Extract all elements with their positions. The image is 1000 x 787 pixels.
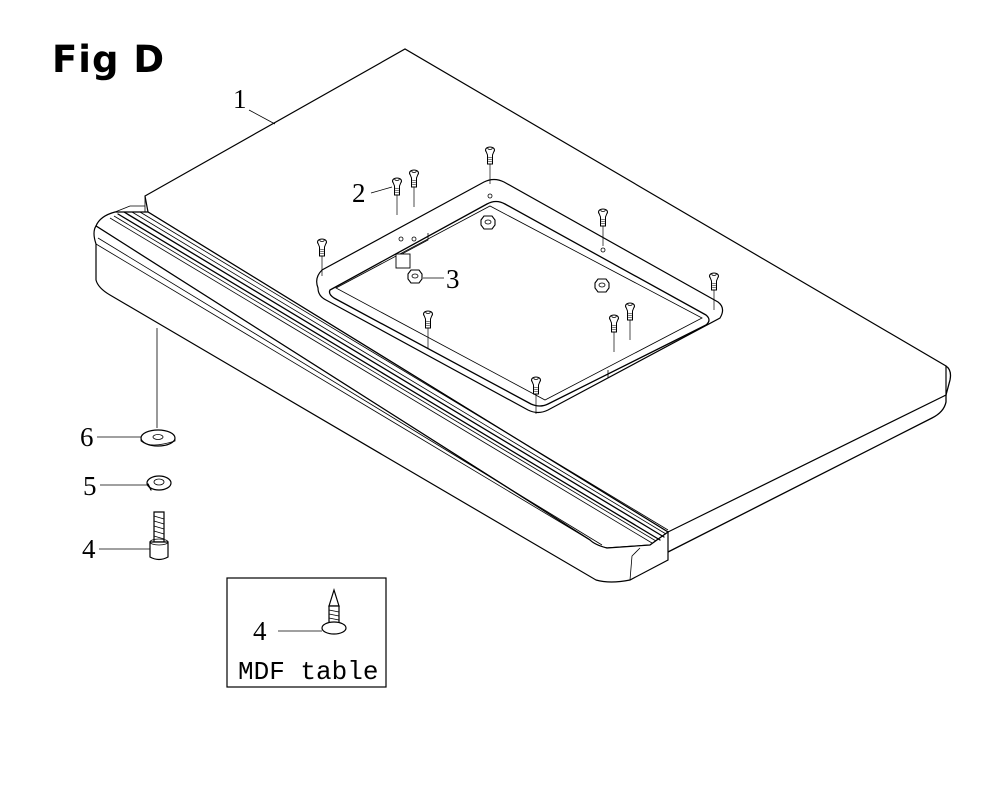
screw-set: [316, 146, 720, 415]
inset-caption: MDF table: [238, 657, 378, 687]
callout-1-label: 1: [233, 84, 247, 114]
callout-5: 5: [83, 471, 147, 501]
insert-recess: [316, 178, 724, 414]
fastener-stack: [140, 328, 176, 561]
inset-callout-label: 4: [253, 616, 267, 646]
callout-2: 2: [352, 178, 393, 208]
callout-6-label: 6: [80, 422, 94, 452]
callout-5-label: 5: [83, 471, 97, 501]
callout-4-label: 4: [82, 534, 96, 564]
callout-4: 4: [82, 534, 150, 564]
callout-6: 6: [80, 422, 141, 452]
callout-1: 1: [233, 84, 276, 125]
callout-3-label: 3: [446, 264, 460, 294]
mdf-inset: 4 MDF table: [226, 577, 387, 688]
figure-title: Fig D: [52, 38, 166, 81]
callout-2-label: 2: [352, 178, 366, 208]
callout-3: 3: [423, 264, 460, 294]
